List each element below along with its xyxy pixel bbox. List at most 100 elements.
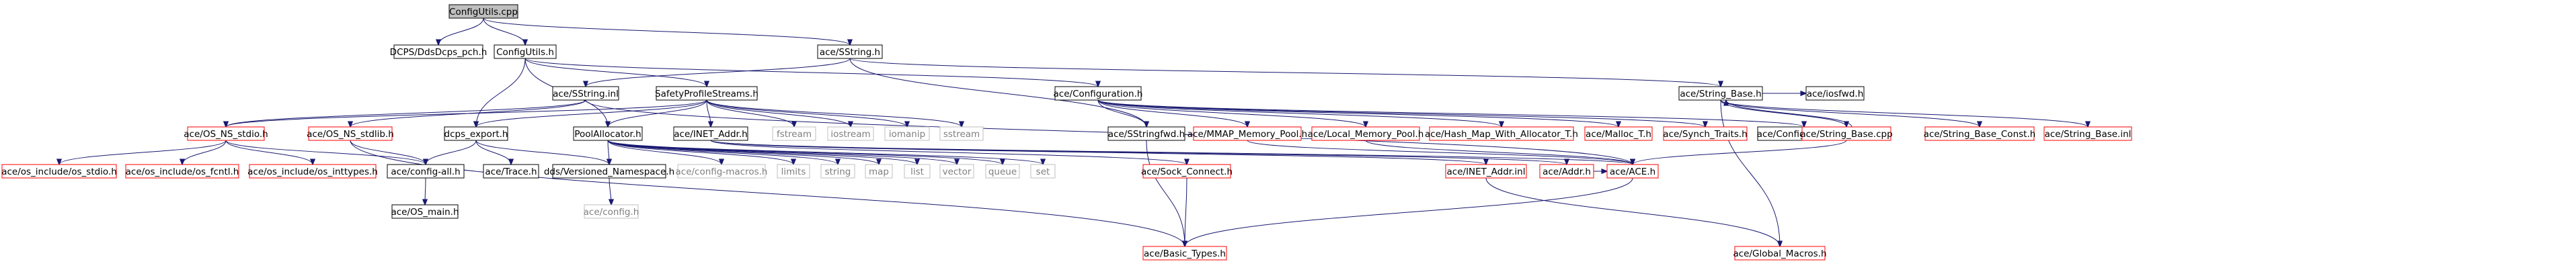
node-string[interactable]: string [820, 164, 855, 179]
node-box[interactable] [393, 44, 483, 59]
node-sstring-h[interactable]: ace/SString.h [817, 44, 883, 59]
node-box[interactable] [494, 44, 557, 59]
edge-safety-to-iomanip [706, 99, 907, 127]
node-box[interactable] [820, 164, 855, 179]
node-box[interactable] [308, 126, 393, 141]
node-synch-traits[interactable]: ace/Synch_Traits.h [1663, 126, 1748, 141]
node-box[interactable] [777, 164, 810, 179]
node-box[interactable] [677, 164, 766, 179]
node-box[interactable] [448, 4, 518, 19]
node-iostream[interactable]: iostream [827, 126, 874, 141]
node-label: iomanip [889, 129, 925, 140]
node-box[interactable] [1734, 246, 1826, 261]
node-local-mem[interactable]: ace/Local_Memory_Pool.h [1308, 126, 1424, 141]
node-box[interactable] [1429, 126, 1574, 141]
node-dcps-pch[interactable]: DCPS/DdsDcps_pch.h [390, 44, 487, 59]
node-box[interactable] [187, 126, 265, 141]
node-box[interactable] [391, 204, 459, 219]
node-box[interactable] [1584, 126, 1653, 141]
node-box[interactable] [1606, 164, 1659, 179]
node-string-base-const[interactable]: ace/String_Base_Const.h [1924, 126, 2036, 141]
node-box[interactable] [884, 126, 930, 141]
node-config-h[interactable]: ace/config.h [584, 204, 639, 219]
node-set[interactable]: set [1030, 164, 1056, 179]
node-addr-h[interactable]: ace/Addr.h [1539, 164, 1594, 179]
node-box[interactable] [483, 164, 539, 179]
node-box[interactable] [552, 164, 666, 179]
node-os-include-stdio[interactable]: ace/os_include/os_stdio.h [1, 164, 117, 179]
node-iomanip[interactable]: iomanip [884, 126, 930, 141]
node-os-include-inttypes[interactable]: ace/os_include/os_inttypes.h [247, 164, 378, 179]
node-box[interactable] [985, 164, 1020, 179]
node-box[interactable] [827, 126, 874, 141]
node-malloc-t[interactable]: ace/Malloc_T.h [1584, 126, 1653, 141]
node-limits[interactable]: limits [777, 164, 810, 179]
node-vector[interactable]: vector [939, 164, 974, 179]
node-configutils-h[interactable]: ConfigUtils.h [494, 44, 557, 59]
node-box[interactable] [865, 164, 893, 179]
node-map[interactable]: map [865, 164, 893, 179]
node-os-include-fcntl[interactable]: ace/os_include/os_fcntl.h [125, 164, 239, 179]
node-box[interactable] [1, 164, 117, 179]
node-box[interactable] [1445, 164, 1527, 179]
node-box[interactable] [125, 164, 239, 179]
node-box[interactable] [584, 204, 639, 219]
node-os-ns-stdlib[interactable]: ace/OS_NS_stdlib.h [307, 126, 394, 141]
node-box[interactable] [656, 86, 758, 101]
node-box[interactable] [673, 126, 748, 141]
node-hash-map[interactable]: ace/Hash_Map_With_Allocator_T.h [1425, 126, 1578, 141]
node-sock-connect[interactable]: ace/Sock_Connect.h [1141, 164, 1233, 179]
node-box[interactable] [1142, 164, 1231, 179]
node-box[interactable] [1311, 126, 1420, 141]
node-list[interactable]: list [904, 164, 931, 179]
node-box[interactable] [904, 164, 931, 179]
node-fstream[interactable]: fstream [772, 126, 816, 141]
node-box[interactable] [817, 44, 883, 59]
node-box[interactable] [1924, 126, 2035, 141]
node-configuration-h[interactable]: ace/Configuration.h [1054, 86, 1143, 101]
node-sstringfwd[interactable]: ace/SStringfwd.h [1107, 126, 1185, 141]
node-box[interactable] [387, 164, 465, 179]
node-trace[interactable]: ace/Trace.h [483, 164, 539, 179]
node-sstring-inl[interactable]: ace/SString.inl [552, 86, 619, 101]
node-box[interactable] [939, 164, 974, 179]
node-ace-h[interactable]: ace/ACE.h [1606, 164, 1659, 179]
node-box[interactable] [772, 126, 816, 141]
node-mmap[interactable]: ace/MMAP_Memory_Pool.h [1187, 126, 1307, 141]
node-box[interactable] [939, 126, 984, 141]
node-box[interactable] [1805, 86, 1865, 101]
node-string-base-inl[interactable]: ace/String_Base.inl [2043, 126, 2132, 141]
node-box[interactable] [1142, 246, 1227, 261]
node-box[interactable] [1663, 126, 1748, 141]
node-config-macros[interactable]: ace/config-macros.h [676, 164, 768, 179]
node-box[interactable] [444, 126, 508, 141]
node-iosfwd[interactable]: ace/iosfwd.h [1805, 86, 1865, 101]
node-configutils-cpp[interactable]: ConfigUtils.cpp [448, 4, 518, 19]
node-box[interactable] [1678, 86, 1763, 101]
node-poolallocator[interactable]: PoolAllocator.h [573, 126, 643, 141]
node-basic-types[interactable]: ace/Basic_Types.h [1142, 246, 1227, 261]
node-string-base-cpp[interactable]: ace/String_Base.cpp [1800, 126, 1893, 141]
node-box[interactable] [249, 164, 377, 179]
node-box[interactable] [1030, 164, 1056, 179]
node-box[interactable] [552, 86, 619, 101]
node-dcps-export[interactable]: dcps_export.h [444, 126, 508, 141]
node-box[interactable] [1193, 126, 1302, 141]
node-config-all[interactable]: ace/config-all.h [387, 164, 465, 179]
node-box[interactable] [1054, 86, 1142, 101]
node-string-base-h[interactable]: ace/String_Base.h [1678, 86, 1763, 101]
node-inet-addr-inl[interactable]: ace/INET_Addr.inl [1445, 164, 1527, 179]
node-inet-addr-h[interactable]: ace/INET_Addr.h [673, 126, 748, 141]
node-queue[interactable]: queue [985, 164, 1020, 179]
node-safety[interactable]: SafetyProfileStreams.h [655, 86, 758, 101]
node-box[interactable] [1539, 164, 1594, 179]
node-versioned-ns[interactable]: dds/Versioned_Namespace.h [544, 164, 674, 179]
node-global-macros[interactable]: ace/Global_Macros.h [1733, 246, 1827, 261]
node-sstream[interactable]: sstream [939, 126, 984, 141]
node-os-main[interactable]: ace/OS_main.h [391, 204, 459, 219]
node-box[interactable] [573, 126, 643, 141]
node-box[interactable] [1107, 126, 1185, 141]
node-box[interactable] [1801, 126, 1891, 141]
node-box[interactable] [2043, 126, 2132, 141]
node-os-ns-stdio[interactable]: ace/OS_NS_stdio.h [184, 126, 268, 141]
